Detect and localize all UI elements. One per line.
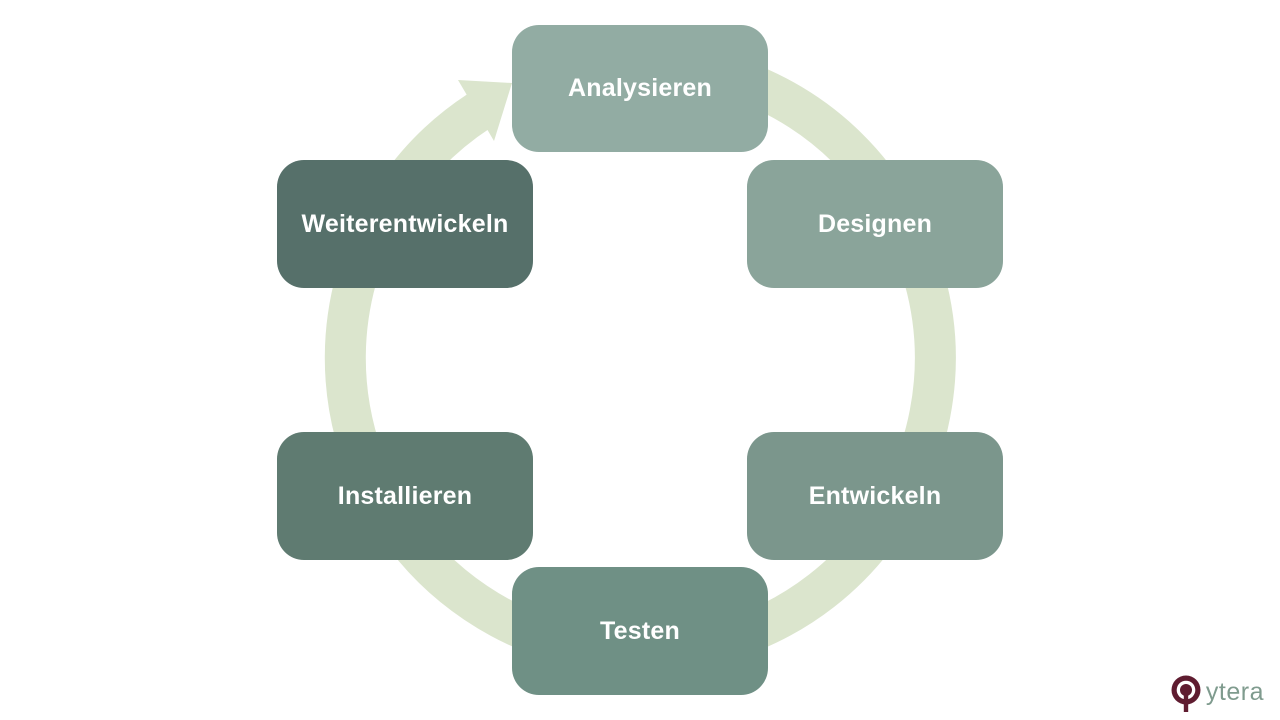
step-box-analysieren: Analysieren [512,25,768,152]
step-label-designen: Designen [817,209,933,238]
step-box-installieren: Installieren [277,432,533,560]
logo: ytera [1169,674,1264,714]
logo-q-icon [1171,675,1201,712]
step-box-testen: Testen [512,567,768,695]
step-label-testen: Testen [600,616,680,645]
step-box-entwickeln: Entwickeln [747,432,1003,560]
step-box-weiterentwickeln: Weiterentwickeln [277,160,533,288]
step-label-weiterentwickeln: Weiterentwickeln [301,209,509,238]
step-label-entwickeln: Entwickeln [808,481,942,510]
step-box-designen: Designen [747,160,1003,288]
cycle-arrowhead-icon [458,80,512,141]
step-label-installieren: Installieren [337,481,473,510]
step-label-analysieren: Analysieren [568,74,712,102]
logo-wordmark: ytera [1205,678,1264,706]
